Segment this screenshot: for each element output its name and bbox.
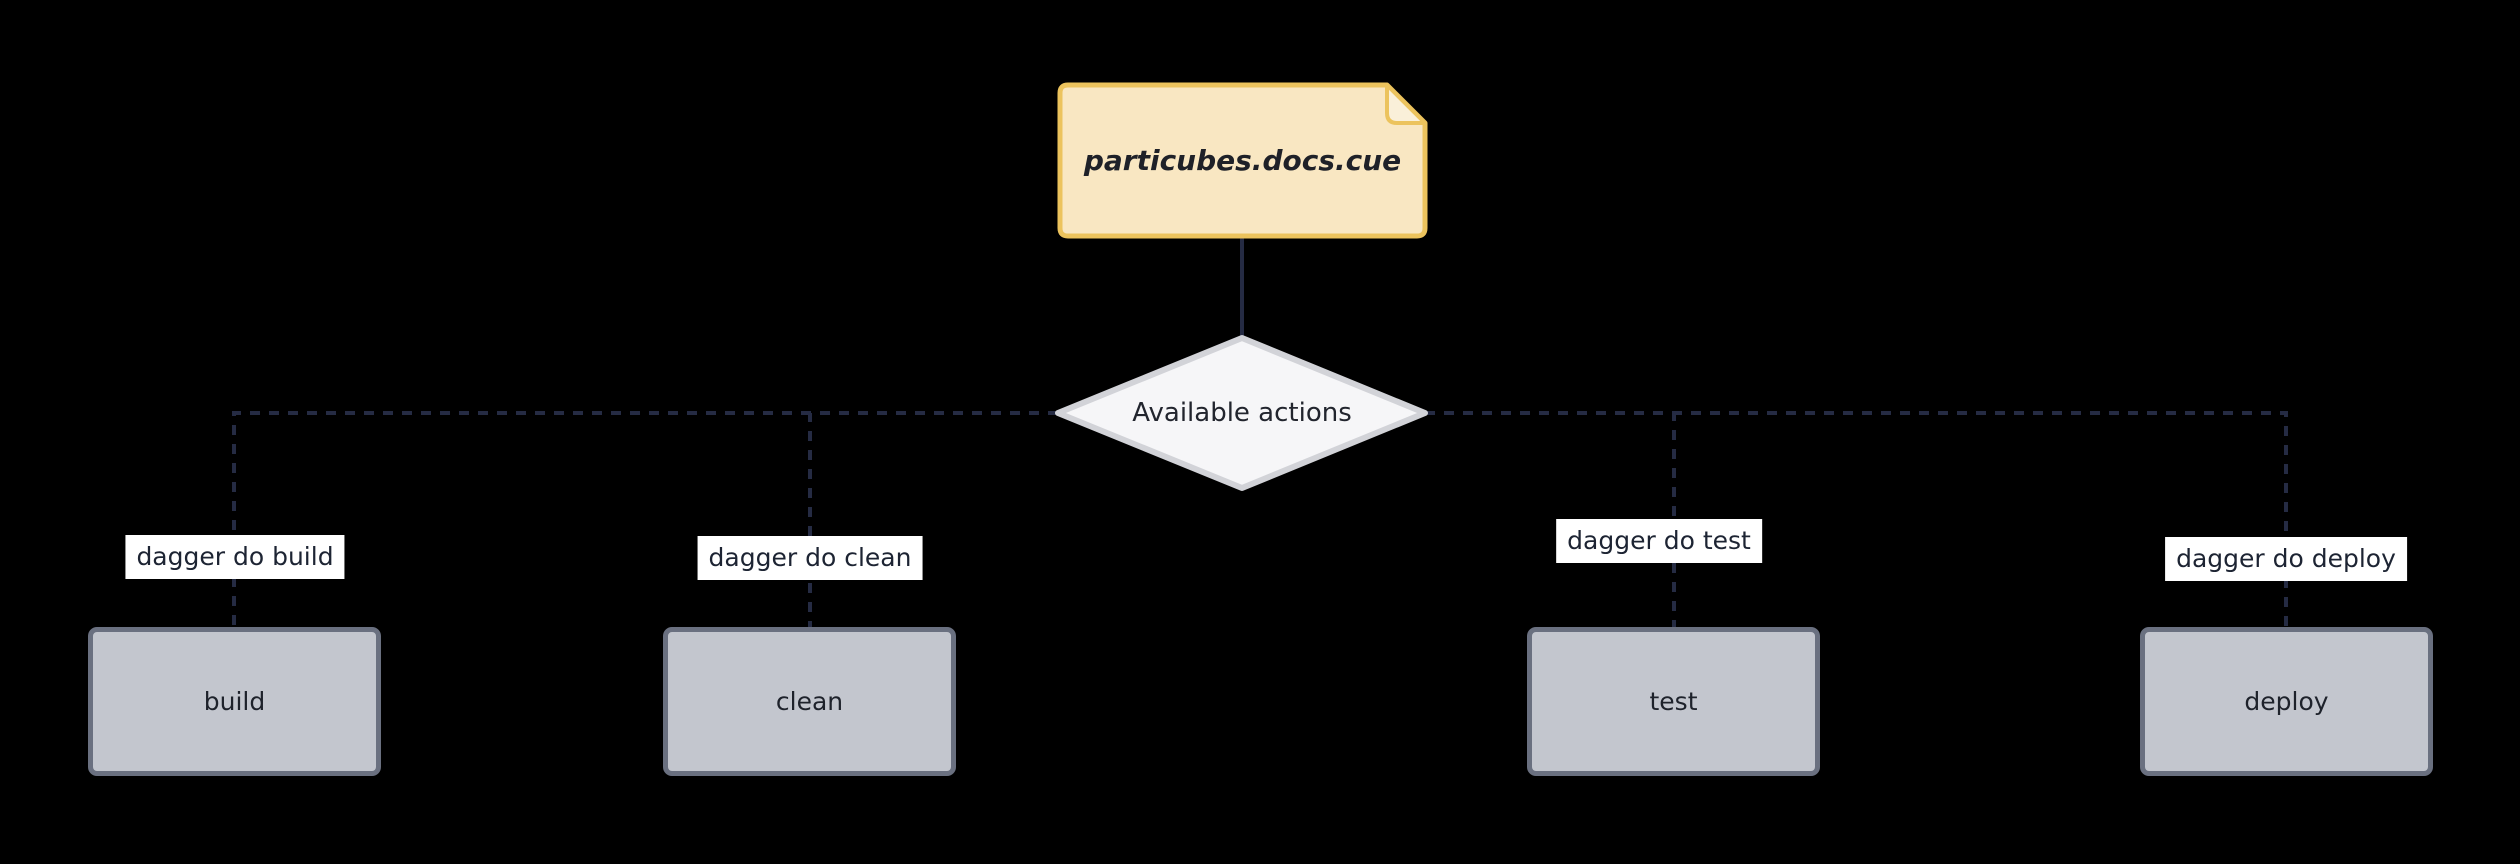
action-node-test: test: [1527, 627, 1820, 776]
edge-label-build: dagger do build: [125, 535, 345, 579]
edge-decision-to-deploy: [1425, 411, 2288, 627]
edge-label-test: dagger do test: [1556, 519, 1762, 563]
action-node-deploy: deploy: [2140, 627, 2433, 776]
edge-decision-to-build: [232, 411, 1058, 627]
action-node-build: build: [88, 627, 381, 776]
decision-label: Available actions: [1132, 398, 1352, 428]
decision-shape: [1055, 335, 1428, 491]
note-fold-icon: [1385, 83, 1427, 125]
action-node-clean: clean: [663, 627, 956, 776]
edge-decision-to-clean: [808, 411, 1058, 627]
edge-label-deploy: dagger do deploy: [2165, 537, 2407, 581]
edge-label-clean: dagger do clean: [697, 536, 923, 580]
note-shape: [1057, 82, 1428, 239]
